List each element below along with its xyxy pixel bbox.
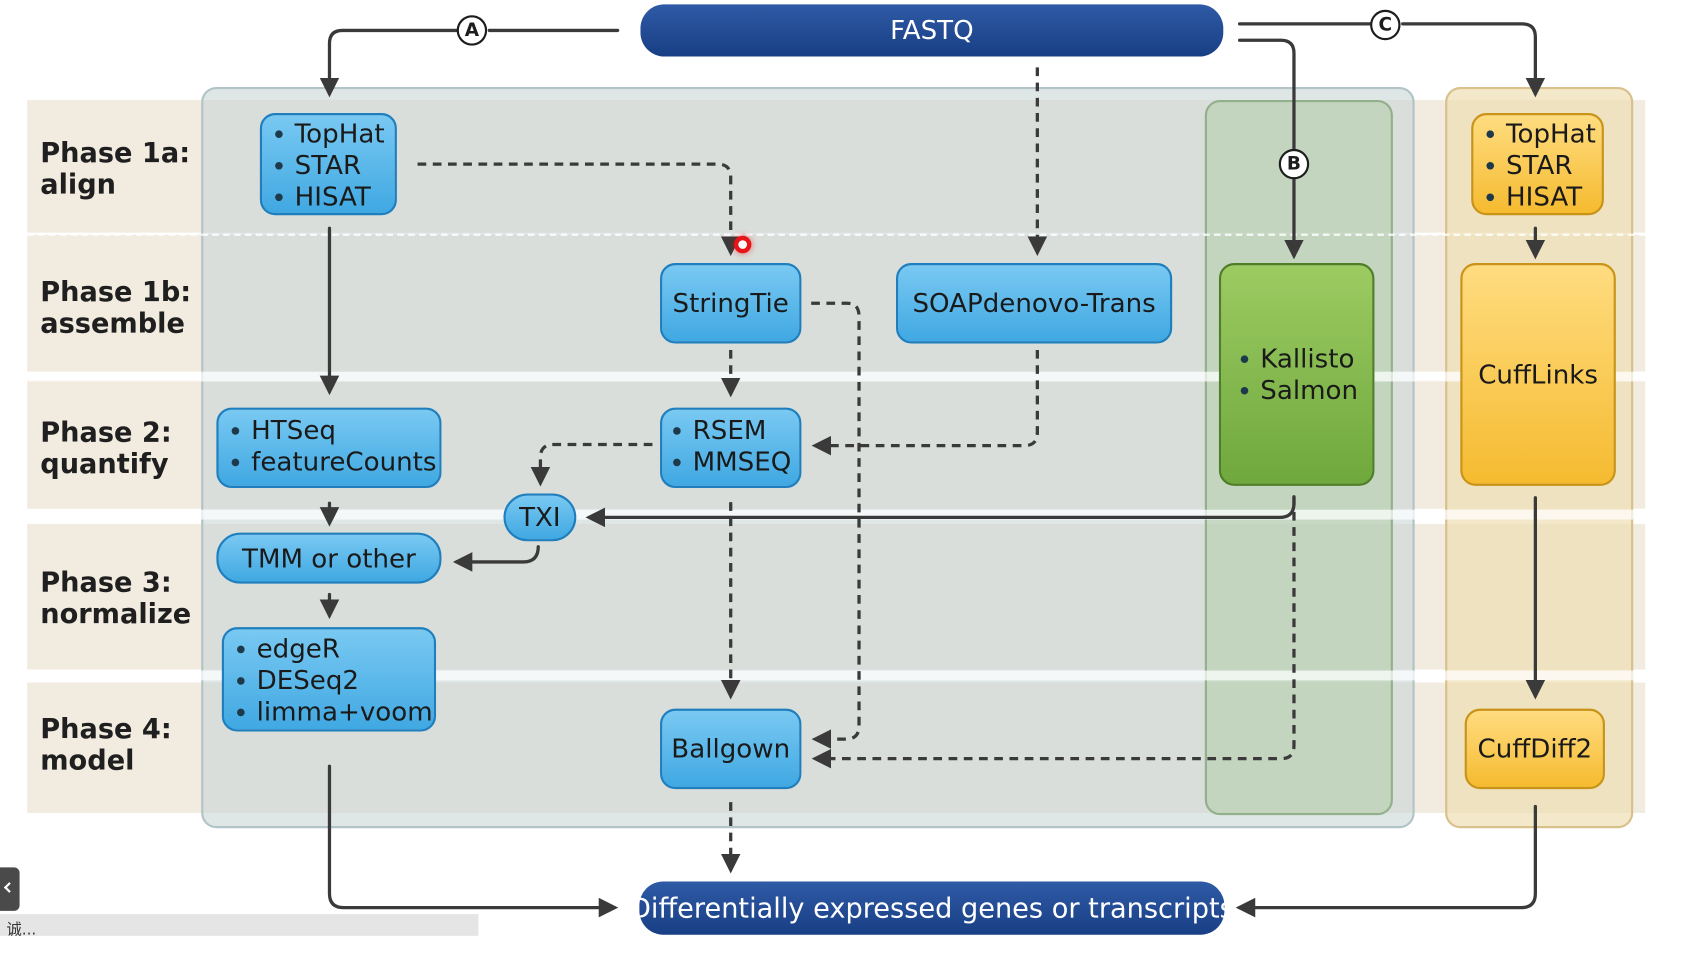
list-item: TopHat (1486, 118, 1601, 150)
phase-label-line1: Phase 1a: (40, 136, 191, 169)
cuffdiff-to-output-arrow (1235, 804, 1537, 918)
align-to-stringtie-arrow (417, 162, 741, 257)
caption-text: 诚... (6, 921, 37, 940)
list-item: STAR (1486, 150, 1601, 182)
output-node: Differentially expressed genes or transc… (630, 881, 1234, 935)
soapdenovo-node: SOAPdenovo-Trans (895, 263, 1173, 344)
kallisto-to-txi-arrow (585, 495, 1296, 528)
cuffdiff-node: CuffDiff2 (1464, 708, 1605, 790)
route-b-label: B (1278, 148, 1310, 180)
list-item: limma+voom (237, 697, 434, 729)
aligner-list: TopHat STAR HISAT (275, 118, 395, 213)
phase-label-line1: Phase 1b: (40, 276, 192, 308)
phase-label-line1: Phase 4: (40, 713, 172, 745)
route-a-line (329, 28, 620, 93)
modeler-list: edgeR DESeq2 limma+voom (237, 634, 434, 729)
stringtie-label: StringTie (672, 288, 789, 319)
ballgown-label: Ballgown (671, 733, 791, 765)
phase-label-line2: assemble (40, 307, 185, 340)
soap-to-rsem-arrow (811, 349, 1039, 456)
pseudoaligner-list: Kallisto Salmon (1240, 343, 1358, 406)
list-item: TopHat (275, 118, 395, 150)
list-item: RSEM (673, 415, 799, 447)
phase-label-4: Phase 4: model (40, 713, 172, 776)
phase-separator (27, 670, 1646, 681)
modelers-node: edgeR DESeq2 limma+voom (221, 627, 437, 732)
txi-node: TXI (503, 493, 577, 542)
list-item: Kallisto (1240, 343, 1358, 375)
list-item: edgeR (237, 634, 434, 666)
cufflinks-label: CuffLinks (1478, 359, 1598, 390)
rsem-to-txi-arrow (530, 442, 653, 487)
model-to-output-arrow (327, 764, 619, 918)
phase-label-line2: model (40, 744, 135, 777)
phase-label-3: Phase 3: normalize (40, 566, 191, 629)
stringtie-to-ballgown-arrow (811, 301, 861, 749)
phase-label-line2: align (40, 168, 117, 200)
cufflinks-node: CuffLinks (1460, 263, 1616, 486)
phase-divider (27, 233, 1646, 236)
fastq-label: FASTQ (890, 15, 974, 46)
soapdenovo-label: SOAPdenovo-Trans (912, 288, 1156, 319)
quantifiers-node: RSEM MMSEQ (660, 407, 802, 489)
route-a-label: A (456, 15, 488, 46)
phase-separator (27, 371, 1646, 382)
phase-label-2: Phase 2: quantify (40, 416, 172, 479)
list-item: HISAT (275, 182, 395, 214)
counter-list: HTSeq featureCounts (231, 415, 440, 479)
fastq-node: FASTQ (640, 4, 1224, 57)
counters-node: HTSeq featureCounts (216, 407, 442, 489)
txi-to-tmm-arrow (452, 545, 540, 572)
phase-label-line2: quantify (40, 447, 169, 480)
route-c-label: C (1370, 9, 1401, 41)
side-panel-toggle[interactable] (0, 867, 20, 911)
txi-label: TXI (519, 502, 561, 533)
list-item: HISAT (1486, 182, 1601, 214)
list-item: DESeq2 (237, 665, 434, 697)
cuff-aligner-list: TopHat STAR HISAT (1486, 118, 1601, 213)
stringtie-node: StringTie (660, 263, 802, 344)
output-label: Differentially expressed genes or transc… (629, 892, 1234, 924)
cuffdiff-label: CuffDiff2 (1477, 733, 1593, 765)
normalizer-label: TMM or other (242, 542, 416, 574)
phase-label-1b: Phase 1b: assemble (40, 276, 191, 339)
kallisto-to-ballgown-arrow (811, 496, 1296, 769)
route-c-line (1237, 22, 1536, 94)
list-item: Salmon (1240, 374, 1358, 406)
phase-label-line1: Phase 2: (40, 416, 172, 448)
normalizer-node: TMM or other (216, 532, 442, 584)
aligners-node: TopHat STAR HISAT (259, 113, 397, 216)
caption-bar (0, 914, 479, 936)
list-item: featureCounts (231, 447, 440, 479)
list-item: STAR (275, 150, 395, 182)
pseudoaligners-node: Kallisto Salmon (1218, 263, 1375, 486)
phase-label-line2: normalize (40, 597, 192, 630)
phase-label-1a: Phase 1a: align (40, 137, 190, 200)
list-item: HTSeq (231, 415, 440, 447)
route-b-line (1237, 38, 1296, 151)
cuff-aligners-node: TopHat STAR HISAT (1471, 113, 1604, 216)
pointer-cursor (733, 235, 752, 254)
phase-label-line1: Phase 3: (40, 566, 172, 598)
phase-separator (27, 509, 1646, 520)
list-item: MMSEQ (673, 447, 799, 479)
ballgown-node: Ballgown (660, 708, 802, 790)
quantifier-list: RSEM MMSEQ (673, 415, 799, 478)
